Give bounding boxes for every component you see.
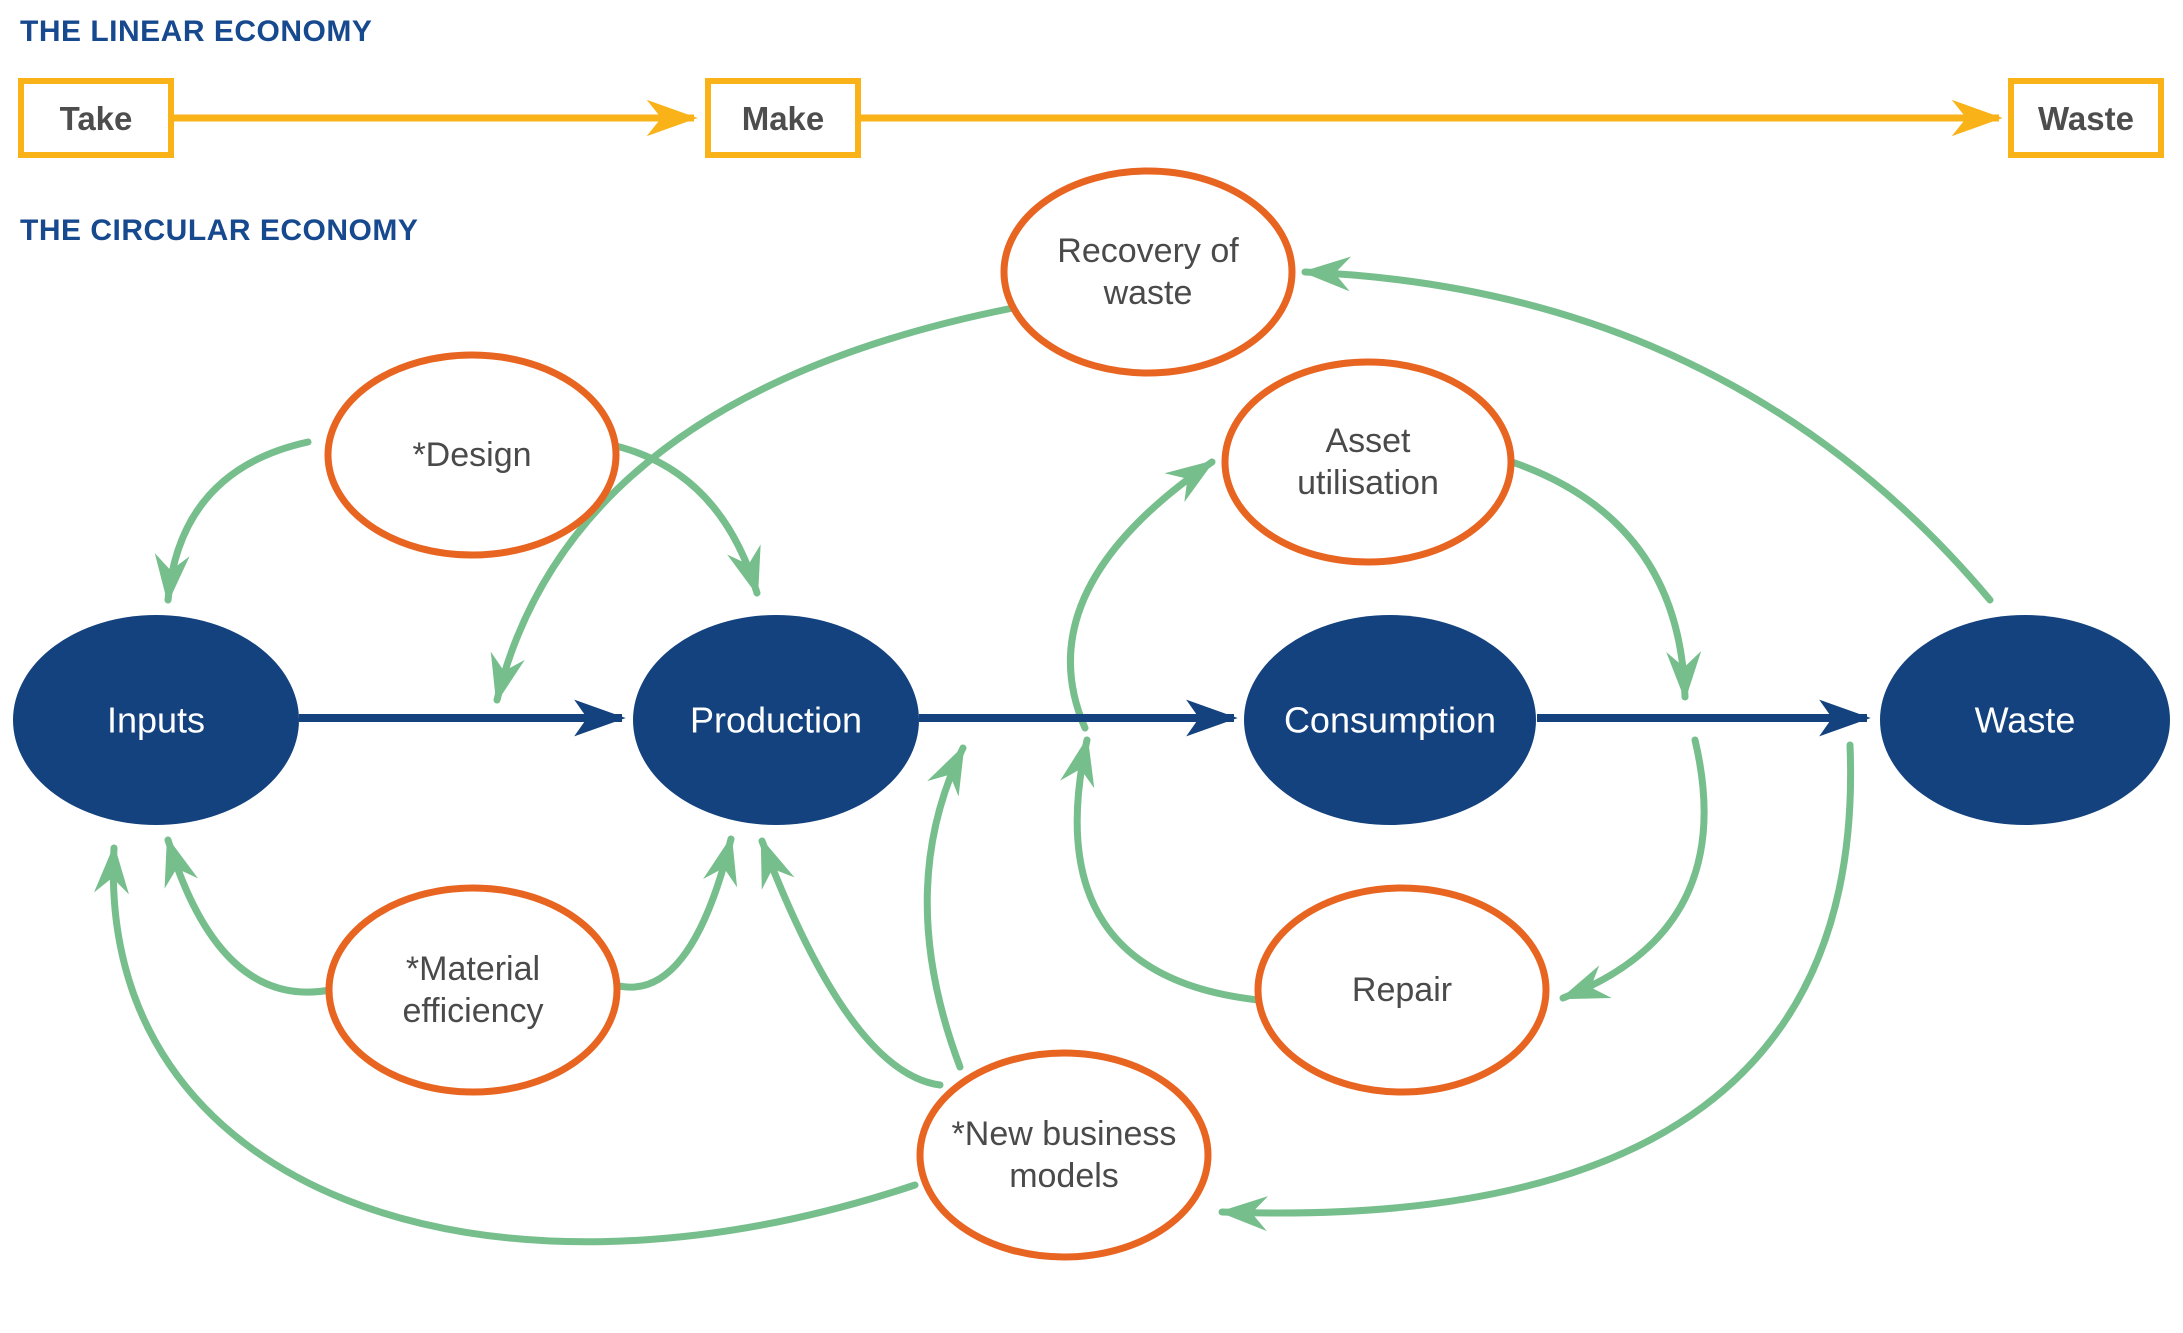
waste-ellipse <box>1880 615 2170 825</box>
recovery-label-line2: waste <box>1103 274 1193 312</box>
flow-design-to-production <box>608 441 761 597</box>
flow-recovery-to-production-input <box>490 304 1017 704</box>
repair-label: Repair <box>1352 971 1452 1009</box>
stage-make: Make <box>705 78 861 158</box>
node-material-efficiency: *Material efficiency <box>325 884 621 1096</box>
make-label: Make <box>742 100 825 137</box>
circular-economy-section: THE CIRCULAR ECONOMY Inpu <box>13 167 2170 1261</box>
flow-new-business-models-to-production <box>758 837 944 1089</box>
flow-material-efficiency-to-production <box>611 835 738 991</box>
node-inputs: Inputs <box>13 615 299 825</box>
linear-economy-section: THE LINEAR ECONOMY Take Make Waste <box>18 15 2164 158</box>
new-business-models-label-line1: *New business <box>952 1115 1177 1153</box>
flow-repair-to-consumption <box>1060 736 1262 1004</box>
take-box <box>18 78 174 158</box>
node-consumption: Consumption <box>1244 615 1536 825</box>
node-recovery-of-waste: Recovery of waste <box>1000 167 1296 377</box>
material-efficiency-label-line2: efficiency <box>402 992 543 1030</box>
asset-utilisation-ellipse <box>1221 358 1515 566</box>
node-waste: Waste <box>1880 615 2170 825</box>
recovery-label-line1: Recovery of <box>1057 232 1239 270</box>
design-label: *Design <box>412 436 531 474</box>
production-ellipse <box>633 615 919 825</box>
consumption-label: Consumption <box>1284 700 1496 741</box>
flow-material-efficiency-to-inputs <box>164 836 334 996</box>
material-efficiency-label-line1: *Material <box>406 950 540 988</box>
repair-ellipse <box>1254 884 1550 1096</box>
inputs-ellipse <box>13 615 299 825</box>
flow-consumption-to-asset-utilisation <box>1067 458 1216 732</box>
design-ellipse <box>324 351 620 559</box>
flow-new-business-models-to-production-consumption <box>923 744 967 1071</box>
make-box <box>705 78 861 158</box>
flow-waste-to-new-business-models <box>1218 741 1855 1232</box>
material-efficiency-ellipse <box>325 884 621 1096</box>
inputs-label: Inputs <box>107 700 205 741</box>
new-business-models-ellipse <box>916 1049 1212 1261</box>
flow-consumption-waste-to-repair <box>1559 736 1708 1002</box>
flow-waste-to-recovery <box>1301 256 1994 604</box>
green-feedback-flows <box>94 256 1994 1246</box>
waste-box <box>2008 78 2164 158</box>
recovery-ellipse <box>1000 167 1296 377</box>
circular-economy-title: THE CIRCULAR ECONOMY <box>20 214 418 247</box>
stage-take: Take <box>18 78 174 158</box>
take-label: Take <box>60 100 133 137</box>
asset-utilisation-label-line1: Asset <box>1325 422 1411 460</box>
waste-label: Waste <box>1975 700 2076 741</box>
node-production: Production <box>633 615 919 825</box>
production-label: Production <box>690 700 862 741</box>
node-repair: Repair <box>1254 884 1550 1096</box>
waste-box-label: Waste <box>2038 100 2134 137</box>
flow-new-business-models-to-inputs <box>94 844 919 1246</box>
node-design: *Design <box>324 351 620 559</box>
asset-utilisation-label-line2: utilisation <box>1297 464 1439 502</box>
node-new-business-models: *New business models <box>916 1049 1212 1261</box>
node-asset-utilisation: Asset utilisation <box>1221 358 1515 566</box>
flow-asset-utilisation-to-consumption-waste <box>1508 458 1702 701</box>
stage-waste: Waste <box>2008 78 2164 158</box>
new-business-models-label-line2: models <box>1009 1157 1119 1195</box>
linear-economy-title: THE LINEAR ECONOMY <box>20 15 372 48</box>
flow-design-to-inputs <box>154 438 312 604</box>
consumption-ellipse <box>1244 615 1536 825</box>
